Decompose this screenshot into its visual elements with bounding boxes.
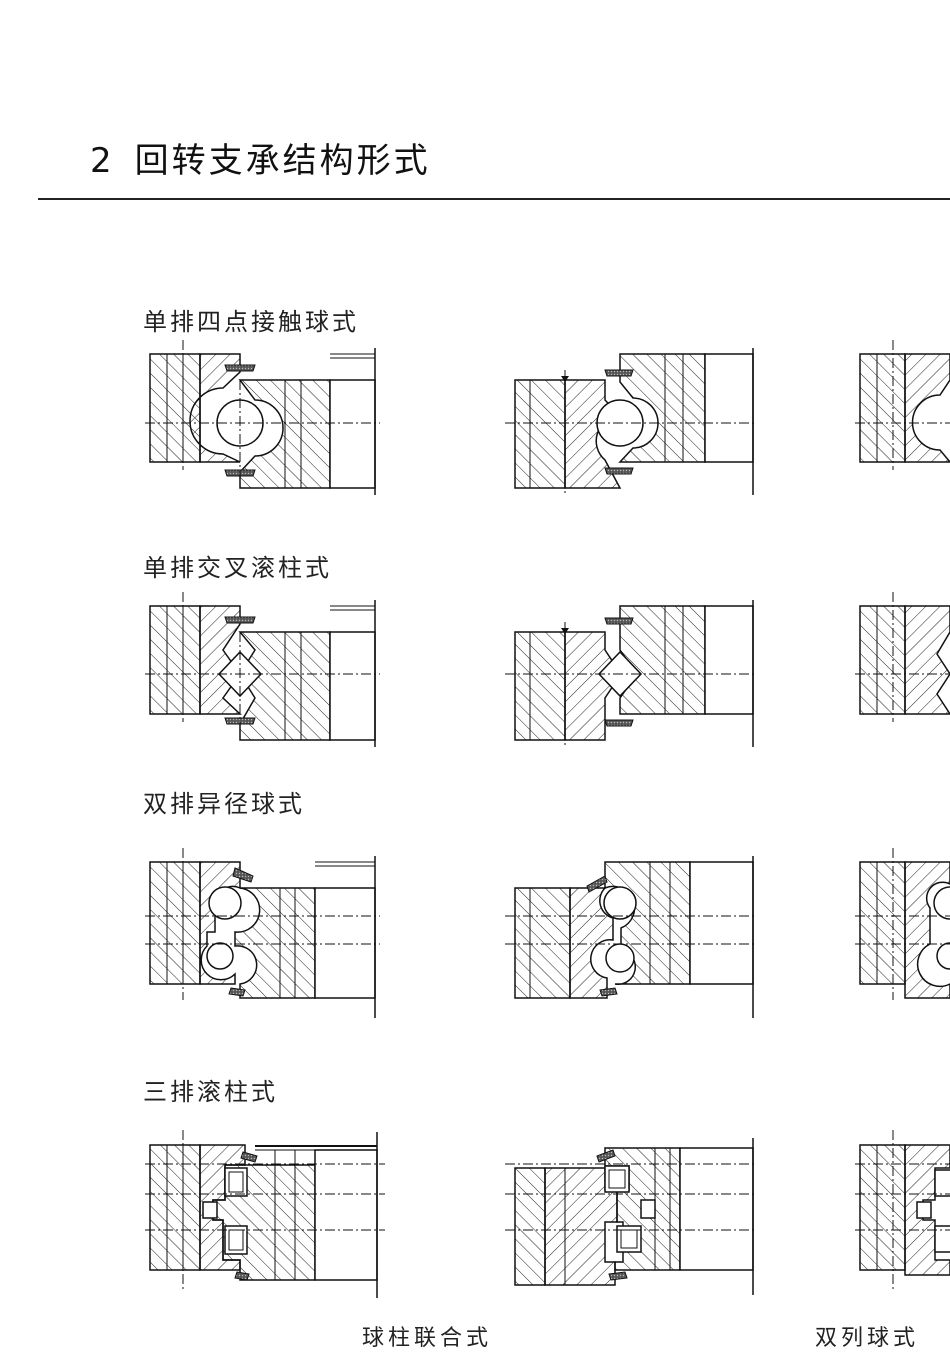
caption-ball-roller-combined: 球柱联合式 <box>362 1326 493 1351</box>
drawing-crossed-roller-internal-gear <box>505 600 755 747</box>
drawing-three-row-roller-internal-gear <box>505 1138 755 1295</box>
label-four-point-ball: 单排四点接触球式 <box>143 308 359 336</box>
label-double-row-ball: 双排异径球式 <box>143 790 305 818</box>
section-title: 回转支承结构形式 <box>134 141 431 181</box>
label-three-row-roller: 三排滚柱式 <box>143 1078 278 1106</box>
drawing-four-point-internal-gear <box>505 348 755 495</box>
drawing-crossed-roller-external-gear <box>145 592 380 747</box>
drawing-crossed-roller-no-gear <box>855 592 950 722</box>
drawing-four-point-external-gear <box>145 340 380 495</box>
section-number: 2 <box>90 141 113 181</box>
drawing-three-row-roller-no-gear <box>855 1130 950 1290</box>
drawing-double-row-external-gear <box>145 848 380 1018</box>
heading-rule <box>38 198 950 200</box>
section-heading: 2 回转支承结构形式 <box>90 133 431 182</box>
drawing-double-row-internal-gear <box>505 856 755 1018</box>
caption-double-row-ball: 双列球式 <box>815 1326 920 1351</box>
drawing-three-row-roller-external-gear <box>145 1130 385 1298</box>
label-crossed-roller: 单排交叉滚柱式 <box>143 554 332 582</box>
drawing-four-point-no-gear <box>855 340 950 470</box>
drawing-double-row-no-gear <box>855 848 950 1000</box>
